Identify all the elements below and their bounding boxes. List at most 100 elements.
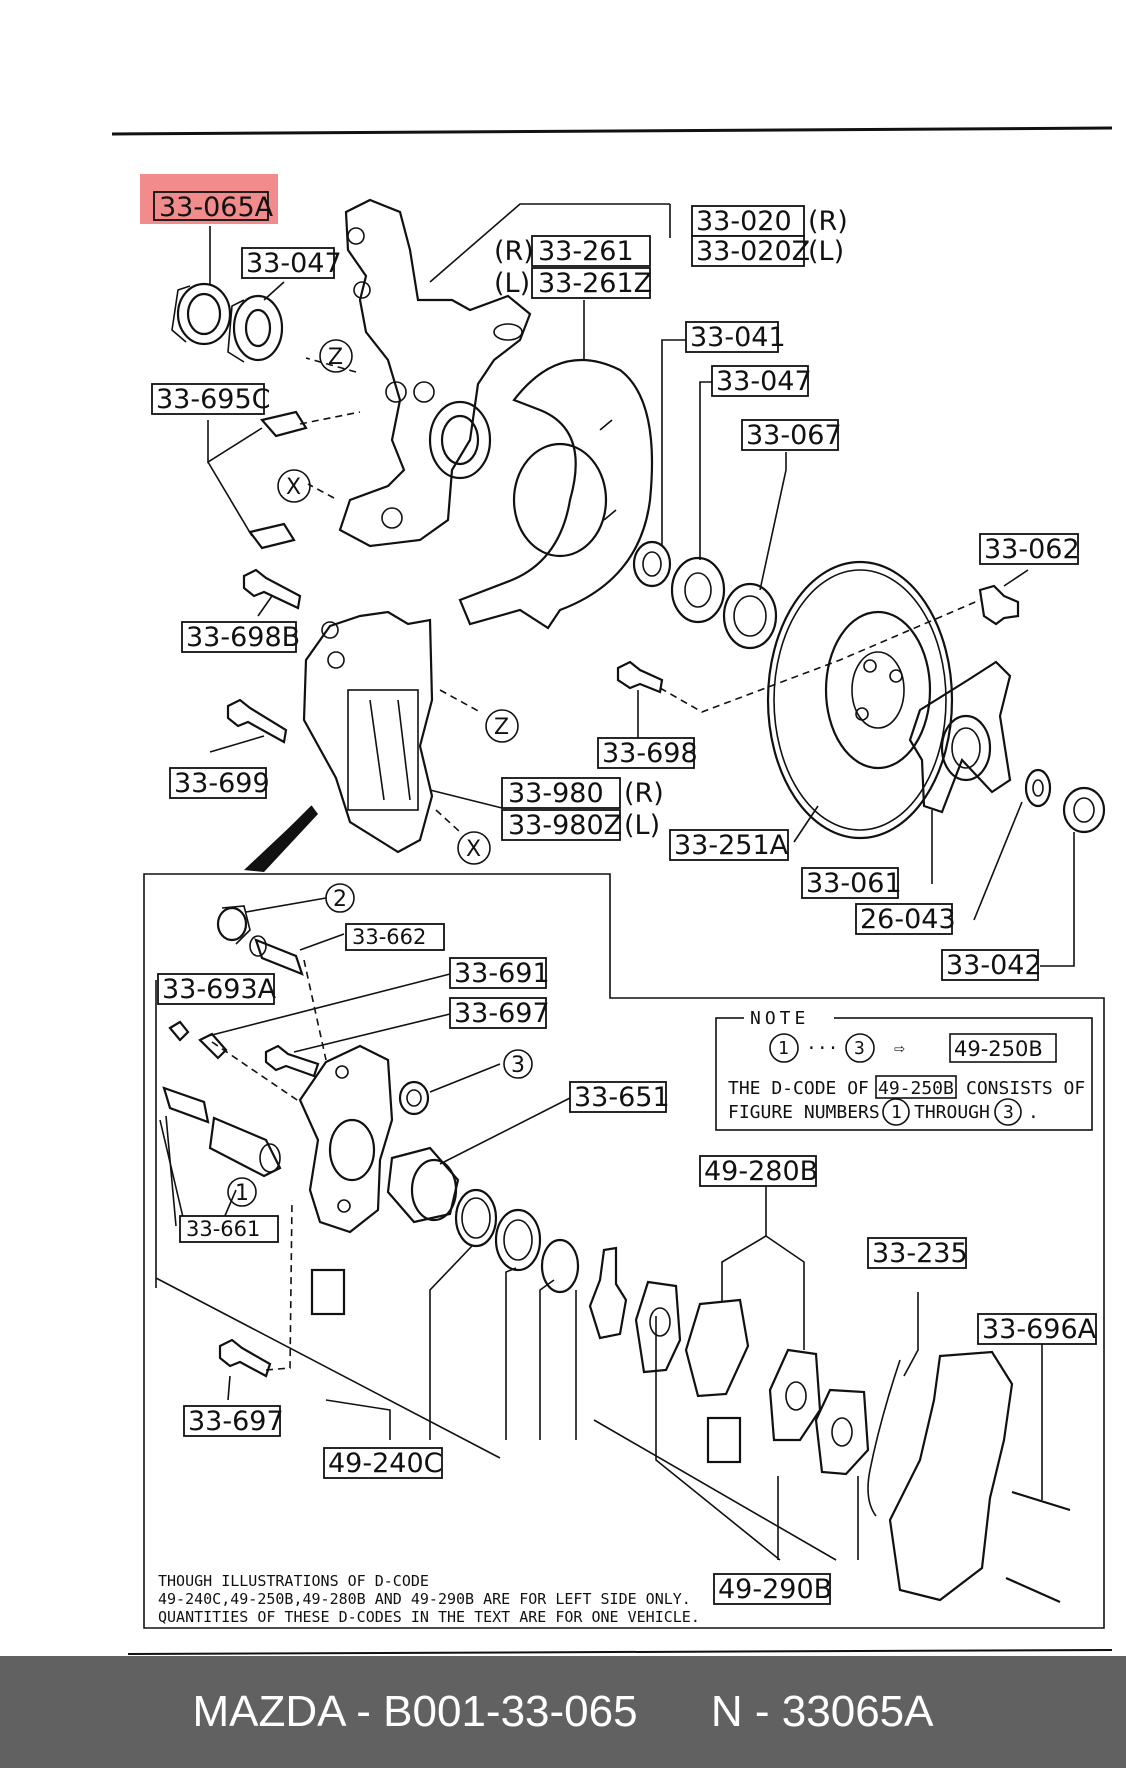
label-33-698[interactable]: 33-698	[597, 737, 698, 769]
label-33-042[interactable]: 33-042	[941, 949, 1042, 981]
bearing-33-047-lower	[670, 556, 726, 624]
shim-plate-c	[814, 1388, 870, 1476]
svg-text:(L): (L)	[624, 810, 660, 841]
marker-z-lower: Z	[485, 709, 519, 743]
bleeder-33-693A	[168, 1020, 228, 1060]
oil-seal-33-065A	[171, 282, 232, 346]
label-33-047-lower[interactable]: 33-047	[711, 365, 812, 397]
svg-text:33-697: 33-697	[454, 998, 550, 1029]
svg-text:33-980: 33-980	[508, 778, 604, 809]
svg-text:49-240C,49-250B,49-280B AND 49: 49-240C,49-250B,49-280B AND 49-290B ARE …	[158, 1590, 691, 1608]
label-33-020[interactable]: 33-020 (R)	[691, 205, 848, 237]
svg-text:33-696A: 33-696A	[982, 1314, 1097, 1345]
svg-text:26-043: 26-043	[860, 904, 956, 935]
bolt-33-698B	[242, 568, 302, 610]
guide-lower-2	[211, 1041, 301, 1103]
svg-text:(L): (L)	[494, 268, 530, 299]
svg-text:33-235: 33-235	[872, 1238, 968, 1269]
disclaimer: THOUGH ILLUSTRATIONS OF D-CODE 49-240C,4…	[158, 1572, 700, 1626]
label-33-662[interactable]: 33-662	[345, 923, 445, 951]
svg-text:49-240C: 49-240C	[328, 1448, 443, 1479]
svg-text:33-698: 33-698	[602, 738, 698, 769]
label-33-697-lower[interactable]: 33-697	[183, 1405, 284, 1437]
svg-text:33-251A: 33-251A	[674, 830, 789, 861]
label-33-067[interactable]: 33-067	[741, 419, 842, 451]
guide-clip	[299, 411, 361, 425]
note-box: NOTE 1 ··· 3 ⇨ 49-250B THE D-CODE OF 49-…	[715, 1008, 1093, 1131]
piston-33-651	[386, 1146, 460, 1224]
label-33-695C[interactable]: 33-695C	[151, 383, 271, 415]
seal-33-067	[722, 582, 778, 650]
label-33-251A[interactable]: 33-251A	[669, 829, 789, 861]
label-33-235[interactable]: 33-235	[867, 1237, 968, 1269]
svg-text:33-698B: 33-698B	[186, 622, 300, 653]
brake-pad-a	[684, 1298, 750, 1398]
shim-plate-b	[634, 1280, 682, 1374]
label-33-980Z[interactable]: 33-980Z (L)	[501, 809, 660, 841]
label-33-691[interactable]: 33-691	[449, 957, 550, 989]
guide-hub	[659, 599, 981, 713]
label-33-020Z[interactable]: 33-020Z (L)	[691, 235, 844, 267]
label-33-697-upper[interactable]: 33-697	[449, 997, 550, 1029]
svg-text:Z: Z	[494, 715, 509, 740]
label-33-062[interactable]: 33-062	[979, 533, 1080, 565]
bushing-2	[216, 905, 251, 945]
svg-text:33-061: 33-061	[806, 868, 902, 899]
svg-text:3: 3	[511, 1053, 525, 1078]
label-33-261Z[interactable]: (L) 33-261Z	[494, 267, 652, 299]
svg-text:33-661: 33-661	[186, 1217, 260, 1241]
svg-text:1: 1	[778, 1038, 789, 1059]
svg-text:33-697: 33-697	[188, 1406, 284, 1437]
svg-text:···: ···	[806, 1038, 839, 1059]
label-33-699[interactable]: 33-699	[169, 767, 270, 799]
label-33-041[interactable]: 33-041	[685, 321, 786, 353]
svg-text:3: 3	[1003, 1102, 1014, 1123]
svg-text:X: X	[286, 475, 301, 500]
svg-text:⇨: ⇨	[894, 1038, 905, 1059]
svg-text:33-693A: 33-693A	[162, 974, 277, 1005]
label-33-698B[interactable]: 33-698B	[181, 621, 300, 653]
label-26-043[interactable]: 26-043	[855, 903, 956, 935]
label-33-047-upper[interactable]: 33-047	[241, 247, 342, 279]
svg-text:33-695C: 33-695C	[156, 384, 271, 415]
bottom-rule	[127, 1649, 1113, 1655]
marker-x-upper: X	[277, 469, 311, 503]
svg-text:3: 3	[854, 1038, 865, 1059]
svg-text:1: 1	[891, 1102, 902, 1123]
seal-ring-a	[454, 1188, 498, 1248]
bearing-33-047-upper	[227, 294, 284, 363]
svg-text:49-250B: 49-250B	[954, 1037, 1043, 1061]
wheel-hub-33-061	[908, 660, 1012, 814]
label-49-280B[interactable]: 49-280B	[699, 1155, 818, 1187]
svg-text:33-047: 33-047	[716, 366, 812, 397]
label-49-240C[interactable]: 49-240C	[323, 1447, 443, 1479]
svg-text:33-980Z: 33-980Z	[508, 810, 622, 841]
label-33-980[interactable]: 33-980 (R)	[501, 777, 664, 809]
label-33-651[interactable]: 33-651	[569, 1081, 670, 1113]
detail-box-outline	[143, 873, 1105, 1629]
bolt-33-697-lower	[218, 1338, 272, 1378]
marker-1: 1	[227, 1177, 257, 1207]
svg-text:33-261: 33-261	[538, 236, 634, 267]
label-33-661[interactable]: 33-661	[179, 1215, 279, 1243]
label-49-290B[interactable]: 49-290B	[713, 1573, 832, 1605]
svg-text:49-290B: 49-290B	[718, 1574, 832, 1605]
svg-text:33-691: 33-691	[454, 958, 550, 989]
svg-text:THE D-CODE OF: THE D-CODE OF	[728, 1078, 869, 1099]
svg-text:33-062: 33-062	[984, 534, 1080, 565]
sensor-wire-33-235	[867, 1359, 901, 1517]
label-33-696A[interactable]: 33-696A	[977, 1313, 1097, 1345]
label-33-261[interactable]: (R) 33-261	[494, 235, 651, 267]
guide-z-2	[439, 689, 481, 713]
lock-nut-33-042	[1062, 786, 1106, 834]
marker-z-upper: Z	[319, 339, 353, 373]
label-33-061[interactable]: 33-061	[801, 867, 902, 899]
label-33-065A[interactable]: 33-065A	[153, 191, 274, 223]
svg-text:33-042: 33-042	[946, 950, 1042, 981]
svg-text:THROUGH: THROUGH	[914, 1102, 990, 1123]
detail-arrow	[244, 806, 318, 872]
label-33-693A[interactable]: 33-693A	[157, 973, 277, 1005]
label-text: 33-065A	[159, 192, 274, 223]
guide-x-2	[435, 809, 461, 833]
svg-text:X: X	[466, 837, 481, 862]
